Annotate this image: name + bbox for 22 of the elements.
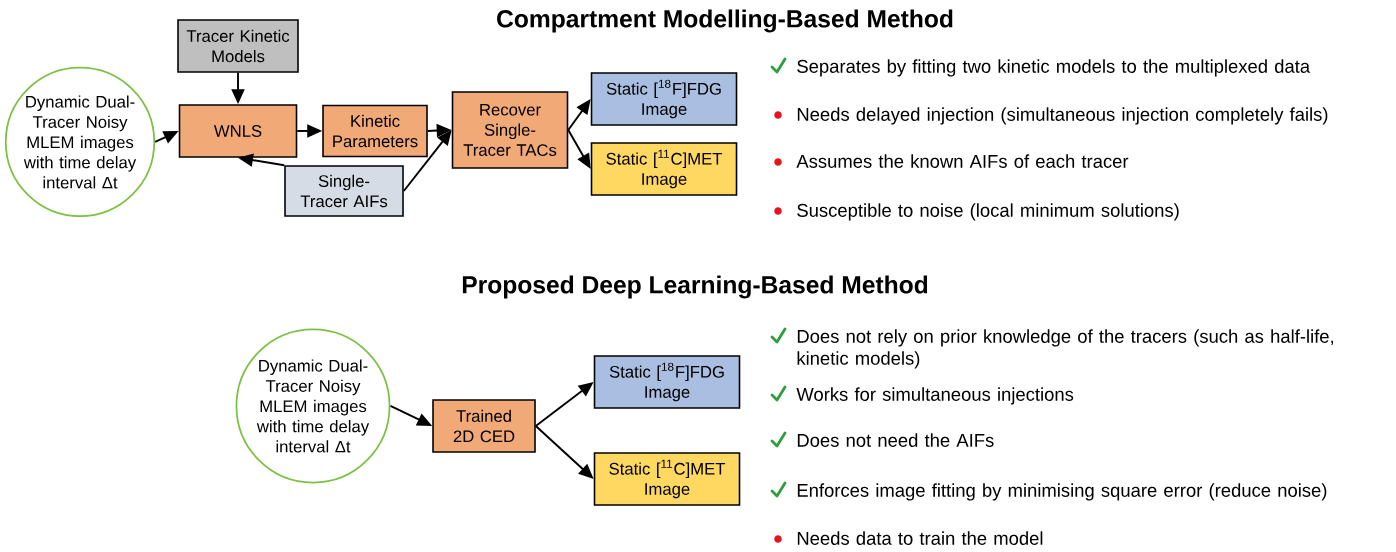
bullet-text: Susceptible to noise (local minimum solutions) xyxy=(797,203,1179,221)
process-box: WNLS xyxy=(178,104,298,158)
output-box: Static [$^{18}$F]FDG Image xyxy=(593,355,741,409)
section-heading: Proposed Deep Learning-Based Method xyxy=(462,275,928,299)
output-box: Static [$^{18}$F]FDG Image xyxy=(590,72,738,126)
bullet-text: Works for simultaneous injections xyxy=(796,387,1074,405)
bullet-text: Needs data to train the model xyxy=(797,531,1043,545)
input-box: Single-Tracer AIFs xyxy=(284,165,404,217)
model-box: Tracer Kinetic Models xyxy=(177,19,299,73)
process-box: Recover Single-Tracer TACs xyxy=(451,91,569,169)
bullet-text: Needs delayed injection (simultaneous injection completely fails) xyxy=(797,107,1328,125)
output-box: Static [$^{11}$C]MET Image xyxy=(593,452,741,506)
arrow xyxy=(402,130,452,192)
bullet-text: Does not rely on prior knowledge of the tracers (such as half-life, kinetic models) xyxy=(797,329,1334,369)
bullet-text: Does not need the AIFs xyxy=(797,433,994,447)
process-box: Trained 2D CED xyxy=(432,399,536,453)
bullet-text: Separates by fitting two kinetic models to the multiplexed data xyxy=(797,59,1311,77)
bullet-text: Assumes the known AIFs of each tracer xyxy=(796,154,1129,168)
process-box: Kinetic Parameters xyxy=(322,104,428,158)
bullet-text: Enforces image fitting by minimising square error (reduce noise) xyxy=(797,483,1327,501)
output-box: Static [$^{11}$C]MET Image xyxy=(590,142,738,196)
section-heading: Compartment Modelling-Based Method xyxy=(497,9,953,33)
